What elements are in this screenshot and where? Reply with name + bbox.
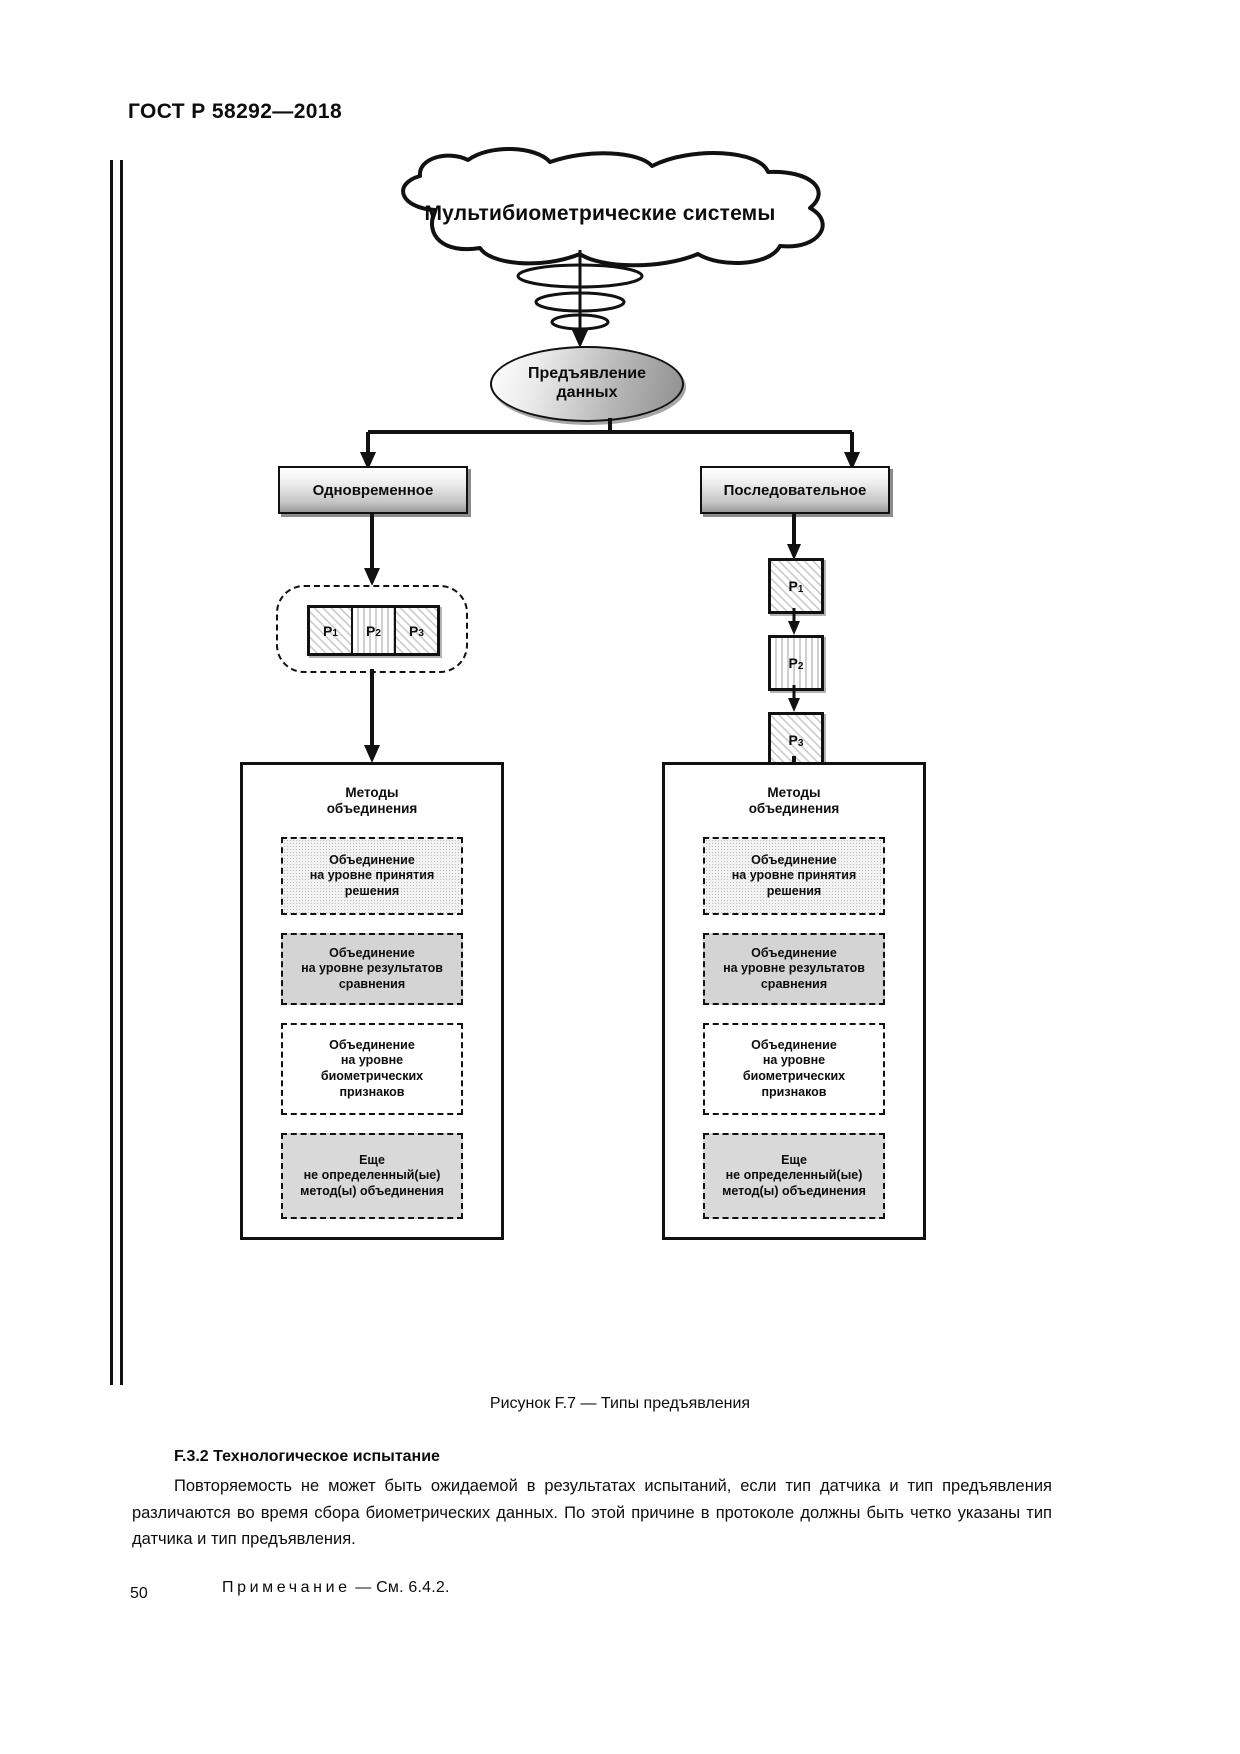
method-right-2-l1: Объединение (751, 1037, 837, 1052)
helix-connector-icon (500, 250, 660, 350)
method-left-3-l2: не определенный(ые) (303, 1168, 441, 1183)
method-left-0-l1: Объединение (329, 852, 415, 867)
process-p3-parallel-label: P (409, 622, 419, 639)
method-left-3-l1: Еще (359, 1152, 385, 1167)
method-right-0-l2: на уровне принятия (731, 868, 857, 883)
method-right-1-l3: сравнения (760, 976, 828, 991)
method-right-0-l1: Объединение (751, 852, 837, 867)
method-right-3-l2: не определенный(ые) (725, 1168, 863, 1183)
node-presentation-of-data: Предъявление данных (490, 346, 684, 422)
method-left-2-l4: признаков (339, 1084, 405, 1099)
method-right-3-l3: метод(ы) объединения (722, 1183, 866, 1198)
branch-box-simultaneous: Одновременное (278, 466, 468, 514)
methods-title-right-line2: объединения (748, 801, 840, 817)
method-left-1-l1: Объединение (329, 945, 415, 960)
figure-f7: Мультибиометрические системы Предъявлени… (0, 147, 1240, 1380)
figure-caption: Рисунок F.7 — Типы предъявления (489, 1395, 751, 1412)
process-p3-serial-sub: 3 (797, 737, 804, 749)
process-p2-serial-sub: 2 (797, 660, 804, 672)
methods-title-right-line1: Методы (767, 785, 821, 800)
method-feature-level-left: Объединение на уровне биометрических при… (281, 1023, 463, 1115)
process-p1-serial-label: P (788, 578, 798, 594)
methods-title-left-line2: объединения (326, 801, 418, 817)
note-dash: — (355, 1579, 372, 1597)
note-block: Примечание — См. 6.4.2. (222, 1579, 1052, 1597)
method-left-0-l2: на уровне принятия (309, 868, 435, 883)
method-right-3-l1: Еще (781, 1152, 807, 1167)
process-p2-serial-label: P (788, 655, 798, 671)
section-subheading: F.3.2 Технологическое испытание (174, 1448, 440, 1465)
method-left-2-l3: биометрических (320, 1069, 424, 1083)
node-presentation-label: Предъявление данных (528, 365, 646, 403)
note-text: См. 6.4.2. (376, 1579, 450, 1597)
split-connector (340, 418, 900, 478)
method-left-2-l1: Объединение (329, 1037, 415, 1052)
method-undefined-right: Еще не определенный(ые) метод(ы) объедин… (703, 1133, 885, 1219)
process-p3-serial-label: P (788, 732, 798, 748)
method-decision-level-right: Объединение на уровне принятия решения (703, 837, 885, 915)
arrow-simultaneous-to-group (364, 512, 380, 586)
method-left-1-l2: на уровне результатов (301, 961, 443, 976)
process-p1-parallel-sub: 1 (332, 628, 338, 639)
method-right-0-l3: решения (766, 883, 822, 898)
process-p2-parallel-sub: 2 (375, 628, 381, 639)
process-p1-parallel-label: P (323, 622, 333, 639)
page-number: 50 (130, 1585, 148, 1602)
body-paragraph: Повторяемость не может быть ожидаемой в … (132, 1477, 1052, 1549)
method-left-2-l2: на уровне (340, 1053, 404, 1068)
arrow-p1-to-p2 (788, 608, 800, 635)
cloud-label: Мультибиометрические системы (424, 202, 776, 225)
node-line-1: Предъявление (528, 365, 646, 383)
method-decision-level-left: Объединение на уровне принятия решения (281, 837, 463, 915)
node-line-2: данных (556, 384, 618, 401)
process-p2-parallel-label: P (366, 622, 376, 639)
methods-title-right: Методы объединения (665, 785, 923, 818)
methods-panel-sequential: Методы объединения Объединение на уровне… (662, 762, 926, 1240)
margin-rule-outer (110, 160, 113, 1385)
method-right-2-l3: биометрических (742, 1069, 846, 1083)
cloud-shape (340, 147, 860, 270)
method-right-2-l2: на уровне (762, 1053, 826, 1068)
page-title: ГОСТ Р 58292—2018 (128, 100, 343, 123)
arrow-p2-to-p3 (788, 685, 800, 712)
method-right-1-l1: Объединение (751, 945, 837, 960)
method-feature-level-right: Объединение на уровне биометрических при… (703, 1023, 885, 1115)
method-score-level-left: Объединение на уровне результатов сравне… (281, 933, 463, 1005)
methods-title-left-line1: Методы (345, 785, 399, 800)
branch-box-sequential: Последовательное (700, 466, 890, 514)
method-left-1-l3: сравнения (338, 976, 406, 991)
method-left-3-l3: метод(ы) объединения (300, 1183, 444, 1198)
method-left-0-l3: решения (344, 883, 400, 898)
method-right-2-l4: признаков (761, 1084, 827, 1099)
arrow-group-to-methods-left (364, 669, 380, 763)
process-p3-parallel-sub: 3 (418, 628, 424, 639)
margin-rule-inner (120, 160, 123, 1385)
arrow-sequential-to-p1 (787, 512, 801, 560)
method-score-level-right: Объединение на уровне результатов сравне… (703, 933, 885, 1005)
methods-title-left: Методы объединения (243, 785, 501, 818)
methods-panel-simultaneous: Методы объединения Объединение на уровне… (240, 762, 504, 1240)
process-p1-serial-sub: 1 (797, 583, 804, 595)
method-right-1-l2: на уровне результатов (723, 961, 865, 976)
body-content: F.3.2 Технологическое испытание Повторяе… (132, 1448, 1052, 1597)
method-undefined-left: Еще не определенный(ые) метод(ы) объедин… (281, 1133, 463, 1219)
note-label: Примечание (222, 1579, 351, 1597)
